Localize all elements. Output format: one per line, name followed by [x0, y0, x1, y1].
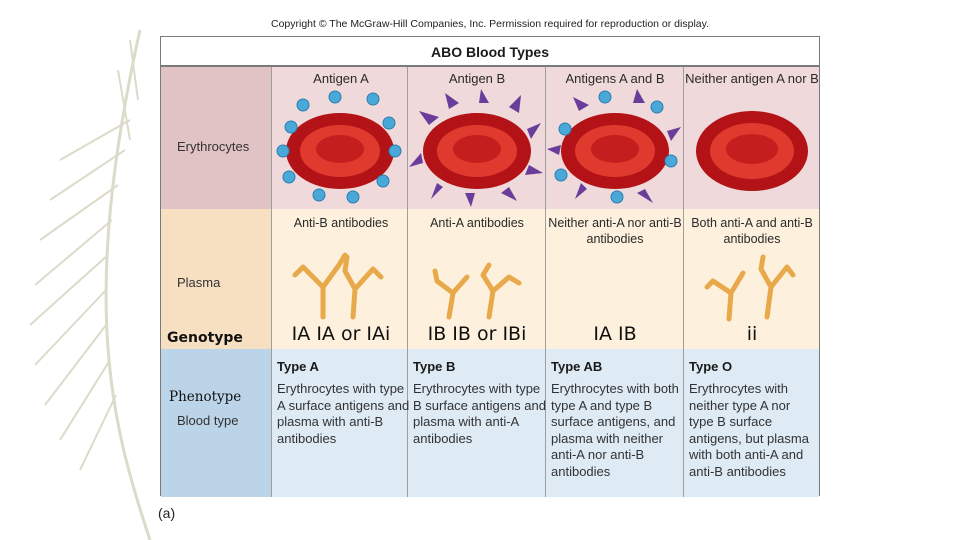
rowhead-erythrocytes [161, 67, 271, 209]
column-divider [407, 67, 408, 497]
phenotype-label: Phenotype [169, 389, 242, 405]
row-label-erythrocytes: Erythrocytes [177, 139, 250, 154]
rbc-type-ab-illustration [547, 89, 681, 204]
rbc-type-b-illustration [409, 89, 543, 207]
column-divider [271, 67, 272, 497]
anti-b-antibodies-illustration [292, 252, 384, 320]
row-label-blood-type: Blood type [177, 413, 239, 428]
abo-figure: ABO Blood Types Erythrocytes Plasma Bloo… [160, 36, 820, 497]
column-divider [545, 67, 546, 497]
rbc-type-a-illustration [276, 90, 402, 204]
blood-type-a: Type A [277, 359, 319, 374]
genotype-b: IB IB or IBi [427, 323, 527, 345]
column-divider [683, 67, 684, 497]
description-type-b: Erythrocytes with type B surface antigen… [413, 381, 546, 446]
antigen-header-a: Antigen A [313, 71, 369, 86]
rbc-type-o-illustration [696, 111, 808, 191]
genotype-o: ii [746, 323, 758, 345]
description-type-a: Erythrocytes with type A surface antigen… [277, 381, 410, 446]
blood-type-b: Type B [413, 359, 456, 374]
antigen-header-ab: Antigens A and B [565, 71, 665, 86]
antibodies-label-ab: Neither anti-A nor anti-B antibodies [548, 216, 682, 246]
blood-type-ab: Type AB [551, 359, 603, 374]
anti-a-and-anti-b-antibodies-illustration [704, 254, 796, 322]
row-label-plasma: Plasma [177, 275, 221, 290]
figure-title: ABO Blood Types [161, 37, 819, 67]
rowhead-plasma [161, 209, 271, 349]
panel-label: (a) [158, 505, 176, 521]
antibodies-label-o: Both anti-A and anti-B antibodies [691, 216, 813, 246]
antigen-header-b: Antigen B [448, 71, 506, 86]
anti-a-antibodies-illustration [432, 262, 522, 320]
genotype-label: Genotype [167, 330, 243, 346]
blood-type-o: Type O [689, 359, 733, 374]
description-type-ab: Erythrocytes with both type A and type B… [551, 381, 679, 479]
antibodies-label-a: Anti-B antibodies [293, 216, 389, 230]
copyright-notice: Copyright © The McGraw-Hill Companies, I… [270, 18, 710, 30]
antigen-header-o: Neither antigen A nor B [685, 71, 819, 86]
description-type-o: Erythrocytes with neither type A nor typ… [689, 381, 809, 479]
rowhead-blood-type [161, 349, 271, 497]
genotype-a: IA IA or IAi [291, 323, 391, 345]
genotype-ab: IA IB [593, 323, 637, 345]
antibodies-label-b: Anti-A antibodies [430, 216, 524, 230]
